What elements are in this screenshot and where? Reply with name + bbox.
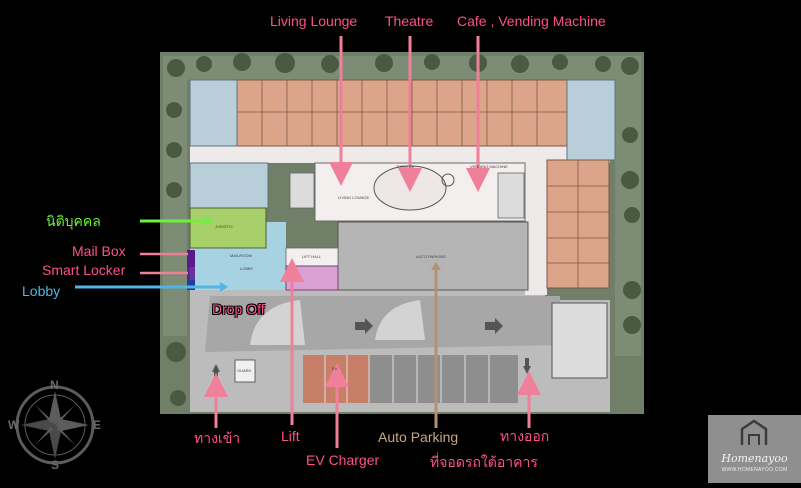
driveway-arrows	[212, 318, 531, 380]
service-block-se	[551, 302, 608, 379]
logo-url: WWW.HOMENAYOO.COM	[721, 467, 788, 473]
juristic-room-overlay	[189, 207, 267, 249]
stair-core-east	[497, 172, 525, 219]
compass-n: N	[50, 378, 59, 392]
garden-right	[615, 56, 641, 356]
compass-e: E	[93, 418, 102, 432]
tag-lounge: LIVING LOUNGE	[338, 195, 370, 200]
label-underground-parking: ที่จอดรถใต้อาคาร	[430, 454, 538, 470]
compass-s: S	[51, 458, 60, 472]
tag-juristic: JURISTIC	[215, 224, 233, 229]
corridor-east	[525, 145, 547, 295]
cafe-table-icon	[441, 173, 455, 187]
label-drop-off: Drop Off	[212, 301, 265, 317]
house-icon	[740, 419, 768, 445]
homenayoo-logo: Homenayoo WWW.HOMENAYOO.COM	[708, 415, 801, 483]
label-juristic: นิติบุคคล	[46, 213, 101, 229]
label-lobby: Lobby	[22, 283, 61, 299]
label-theatre: Theatre	[385, 13, 434, 29]
label-auto-parking: Auto Parking	[378, 429, 459, 445]
label-entrance: ทางเข้า	[194, 430, 241, 446]
mail-box	[187, 250, 195, 267]
tag-ev: EV	[332, 366, 338, 371]
label-mail-box: Mail Box	[72, 243, 126, 259]
tag-lobby: LOBBY	[240, 266, 254, 271]
curve-island-2	[375, 300, 425, 340]
arrow-lobby-head	[220, 282, 228, 292]
tag-guard: GUARD	[237, 368, 252, 373]
unit-block-ne	[566, 79, 616, 161]
compass-w: W	[8, 418, 20, 432]
arrow-juristic-head	[205, 216, 213, 226]
stair-core	[289, 172, 315, 209]
label-lift: Lift	[281, 428, 300, 444]
tag-theatre: THEATRE	[396, 164, 415, 169]
tag-mailroom: MAILROOM	[230, 253, 252, 258]
tag-cafe: VENDING MACHINE	[470, 164, 508, 169]
service-block-west	[189, 162, 269, 209]
unit-dividers-north	[237, 80, 567, 146]
callout-arrows	[75, 36, 541, 448]
label-cafe: Cafe , Vending Machine	[457, 13, 606, 29]
smart-locker	[187, 267, 195, 280]
label-smart-locker: Smart Locker	[42, 262, 126, 278]
logo-name: Homenayoo	[721, 452, 788, 465]
guard-house	[234, 359, 256, 383]
label-ev-charger: EV Charger	[306, 452, 380, 468]
auto-parking-zone	[337, 221, 529, 291]
lobby-door	[187, 280, 195, 290]
label-living-lounge: Living Lounge	[270, 13, 358, 29]
tag-lift-hall: LIFT HALL	[302, 254, 322, 259]
unit-dividers-east	[547, 160, 609, 288]
label-exit: ทางออก	[500, 428, 550, 444]
unit-block-nw	[189, 79, 238, 147]
unit-block-north	[236, 79, 568, 147]
compass-rose	[15, 385, 95, 465]
arrow-auto-parking-head	[431, 262, 441, 270]
corridor-main	[190, 145, 610, 163]
lift-zone	[285, 265, 339, 291]
tag-auto-parking: AUTO PARKING	[416, 254, 446, 259]
